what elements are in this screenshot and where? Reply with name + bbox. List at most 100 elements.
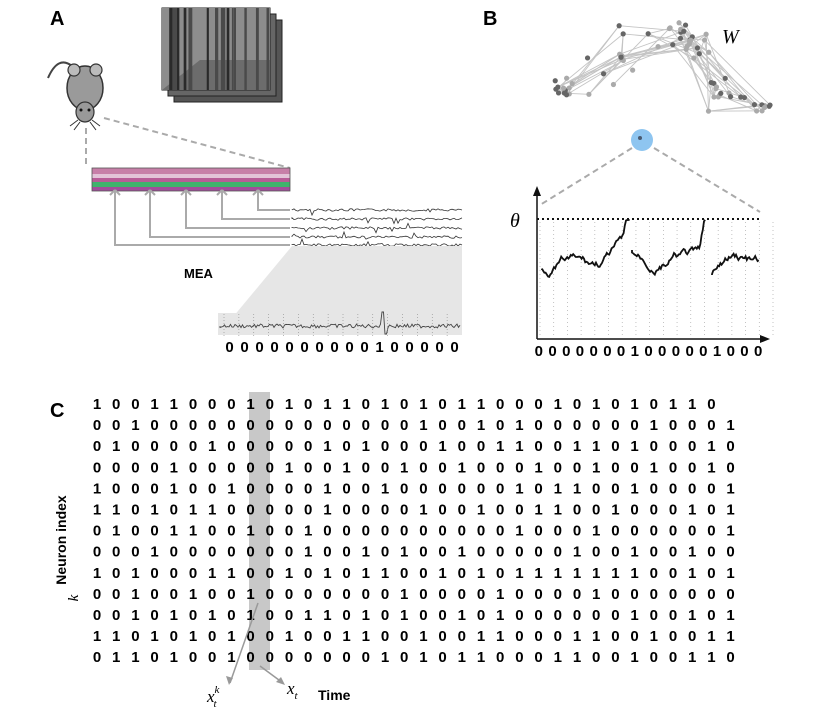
matrix-cell: 0 bbox=[400, 628, 408, 645]
matrix-cell: 0 bbox=[458, 480, 466, 497]
matrix-cell: 0 bbox=[112, 396, 120, 413]
matrix-cell: 0 bbox=[438, 396, 446, 413]
matrix-cell: 1 bbox=[208, 607, 216, 624]
matrix-cell: 1 bbox=[458, 544, 466, 561]
spike-b-digit: 1 bbox=[631, 343, 639, 360]
matrix-cell: 0 bbox=[227, 523, 235, 540]
network-node bbox=[682, 22, 689, 28]
matrix-cell: 1 bbox=[362, 544, 370, 561]
matrix-cell: 0 bbox=[342, 438, 350, 455]
network-node bbox=[696, 51, 702, 57]
matrix-cell: 1 bbox=[400, 459, 408, 476]
zoom-line bbox=[539, 147, 633, 206]
matrix-cell: 1 bbox=[496, 628, 504, 645]
spike-b-digit: 0 bbox=[754, 343, 762, 360]
matrix-cell: 1 bbox=[496, 438, 504, 455]
matrix-cell: 1 bbox=[246, 586, 254, 603]
spike-b-digit: 0 bbox=[535, 343, 543, 360]
panel-label-b: B bbox=[483, 8, 497, 30]
matrix-cell: 0 bbox=[707, 586, 715, 603]
matrix-cell: 0 bbox=[342, 417, 350, 434]
panel-label-c: C bbox=[50, 400, 64, 422]
matrix-cell: 1 bbox=[592, 628, 600, 645]
matrix-cell: 0 bbox=[707, 396, 715, 413]
spike-a-digit: 1 bbox=[375, 339, 383, 356]
x-axis-arrow bbox=[760, 335, 770, 343]
matrix-cell: 0 bbox=[93, 523, 101, 540]
matrix-cell: 0 bbox=[285, 523, 293, 540]
matrix-cell: 0 bbox=[726, 586, 734, 603]
network-node bbox=[681, 28, 687, 34]
matrix-cell: 0 bbox=[381, 523, 389, 540]
matrix-cell: 0 bbox=[131, 523, 139, 540]
matrix-cell: 0 bbox=[630, 459, 638, 476]
matrix-cell: 0 bbox=[669, 438, 677, 455]
network-node bbox=[718, 90, 724, 96]
matrix-cell: 1 bbox=[285, 565, 293, 582]
spike-b-digit: 0 bbox=[658, 343, 666, 360]
matrix-cell: 1 bbox=[419, 502, 427, 519]
spike-b-digit: 0 bbox=[548, 343, 556, 360]
matrix-cell: 1 bbox=[93, 565, 101, 582]
matrix-cell: 1 bbox=[93, 480, 101, 497]
matrix-cell: 0 bbox=[650, 523, 658, 540]
matrix-cell: 1 bbox=[477, 502, 485, 519]
matrix-cell: 0 bbox=[515, 649, 523, 666]
matrix-cell: 1 bbox=[515, 565, 523, 582]
matrix-cell: 1 bbox=[112, 502, 120, 519]
matrix-cell: 1 bbox=[726, 607, 734, 624]
matrix-cell: 1 bbox=[208, 502, 216, 519]
matrix-cell: 1 bbox=[515, 523, 523, 540]
matrix-cell: 0 bbox=[93, 649, 101, 666]
matrix-cell: 0 bbox=[266, 396, 274, 413]
matrix-cell: 0 bbox=[419, 586, 427, 603]
matrix-cell: 0 bbox=[477, 586, 485, 603]
matrix-cell: 1 bbox=[342, 628, 350, 645]
matrix-cell: 0 bbox=[93, 417, 101, 434]
matrix-cell: 0 bbox=[112, 544, 120, 561]
matrix-cell: 0 bbox=[285, 649, 293, 666]
network-node bbox=[722, 75, 728, 81]
matrix-cell: 0 bbox=[170, 628, 178, 645]
spike-a-digit: 0 bbox=[240, 339, 248, 356]
matrix-cell: 1 bbox=[285, 396, 293, 413]
matrix-cell: 0 bbox=[170, 544, 178, 561]
matrix-cell: 0 bbox=[592, 480, 600, 497]
spike-b-digit: 0 bbox=[685, 343, 693, 360]
matrix-cell: 0 bbox=[534, 649, 542, 666]
matrix-cell: 0 bbox=[189, 649, 197, 666]
matrix-cell: 0 bbox=[458, 438, 466, 455]
network-node bbox=[566, 85, 572, 91]
matrix-cell: 0 bbox=[342, 649, 350, 666]
matrix-cell: 1 bbox=[630, 438, 638, 455]
matrix-cell: 1 bbox=[611, 502, 619, 519]
matrix-cell: 0 bbox=[592, 544, 600, 561]
matrix-cell: 0 bbox=[400, 438, 408, 455]
matrix-cell: 0 bbox=[131, 396, 139, 413]
matrix-cell: 1 bbox=[688, 502, 696, 519]
matrix-cell: 1 bbox=[323, 502, 331, 519]
matrix-cell: 0 bbox=[611, 459, 619, 476]
voltage-trace bbox=[291, 237, 463, 247]
matrix-cell: 0 bbox=[438, 417, 446, 434]
matrix-cell: 0 bbox=[611, 586, 619, 603]
network-node bbox=[645, 31, 651, 37]
matrix-cell: 0 bbox=[573, 607, 581, 624]
matrix-cell: 0 bbox=[458, 523, 466, 540]
network-node bbox=[616, 23, 622, 29]
spike-b-digit: 0 bbox=[740, 343, 748, 360]
matrix-cell: 0 bbox=[246, 480, 254, 497]
network-node bbox=[667, 25, 673, 31]
matrix-cell: 0 bbox=[323, 628, 331, 645]
spike-a-digit: 0 bbox=[300, 339, 308, 356]
matrix-cell: 1 bbox=[688, 649, 696, 666]
matrix-cell: 1 bbox=[362, 607, 370, 624]
matrix-cell: 1 bbox=[150, 396, 158, 413]
matrix-cell: 1 bbox=[131, 607, 139, 624]
weight-matrix-label: W bbox=[722, 26, 741, 48]
matrix-cell: 0 bbox=[611, 607, 619, 624]
matrix-cell: 0 bbox=[669, 586, 677, 603]
matrix-cell: 0 bbox=[419, 480, 427, 497]
matrix-cell: 0 bbox=[150, 523, 158, 540]
matrix-cell: 0 bbox=[362, 480, 370, 497]
